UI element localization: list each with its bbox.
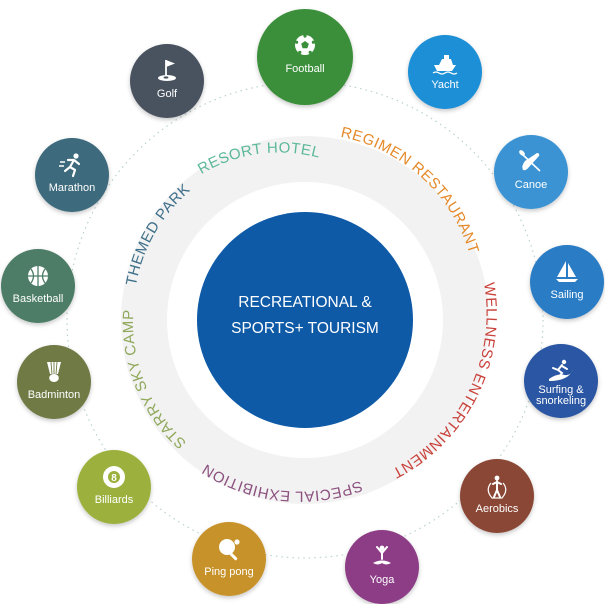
center-hub: RECREATIONAL & SPORTS+ TOURISM: [197, 212, 413, 428]
activity-label: Golf: [157, 88, 178, 100]
activity-circle: [524, 344, 598, 418]
activity-circle: [345, 530, 419, 604]
aerobics-icon: [487, 475, 507, 499]
canoe-icon: [519, 150, 541, 172]
activity-label: Billiards: [95, 494, 134, 506]
center-title-line2: SPORTS+ TOURISM: [231, 320, 379, 337]
activity-label: Yoga: [370, 574, 396, 586]
activity-label: Surfing &snorkeling: [536, 384, 586, 407]
surfing-icon: [549, 359, 573, 381]
marathon-icon: [59, 153, 81, 178]
center-title-line1: RECREATIONAL &: [238, 294, 372, 311]
activity-label: Yacht: [431, 79, 458, 91]
activity-node-marathon: Marathon: [35, 138, 109, 212]
activity-label: Aerobics: [476, 503, 519, 515]
football-icon: [295, 34, 315, 55]
activity-node-yacht: Yacht: [408, 35, 482, 109]
activity-node-aerobics: Aerobics: [460, 459, 534, 533]
activity-circle: [35, 138, 109, 212]
sailing-icon: [556, 261, 578, 282]
yacht-icon: [432, 55, 458, 75]
basketball-icon: [28, 266, 48, 286]
activity-label: Basketball: [13, 293, 64, 305]
activity-label: Marathon: [49, 182, 95, 194]
outer-orbit: [66, 81, 544, 559]
activity-label: Badminton: [28, 389, 81, 401]
badminton-icon: [47, 361, 61, 382]
activity-circle: [257, 9, 353, 105]
activity-circle: [408, 35, 482, 109]
billiards-icon: 8: [103, 466, 125, 488]
activity-node-sailing: Sailing: [530, 245, 604, 319]
activity-node-football: Football: [257, 9, 353, 105]
activity-label: Ping pong: [204, 566, 254, 578]
activity-circle: [494, 135, 568, 209]
activity-node-surfing: Surfing &snorkeling: [524, 344, 598, 418]
activity-circle: [192, 522, 266, 596]
activity-label: Canoe: [515, 179, 547, 191]
activity-node-pingpong: Ping pong: [192, 522, 266, 596]
activity-label: Football: [285, 63, 324, 75]
activity-node-canoe: Canoe: [494, 135, 568, 209]
golf-icon: [158, 60, 176, 81]
activity-label: Sailing: [550, 289, 583, 301]
activity-node-yoga: Yoga: [345, 530, 419, 604]
ping-pong-icon: [219, 539, 240, 561]
activity-node-golf: Golf: [130, 44, 204, 118]
yoga-icon: [373, 545, 391, 565]
activity-circle: [460, 459, 534, 533]
svg-text:8: 8: [111, 473, 117, 484]
activity-node-basketball: Basketball: [1, 249, 75, 323]
activity-node-badminton: Badminton: [17, 345, 91, 419]
